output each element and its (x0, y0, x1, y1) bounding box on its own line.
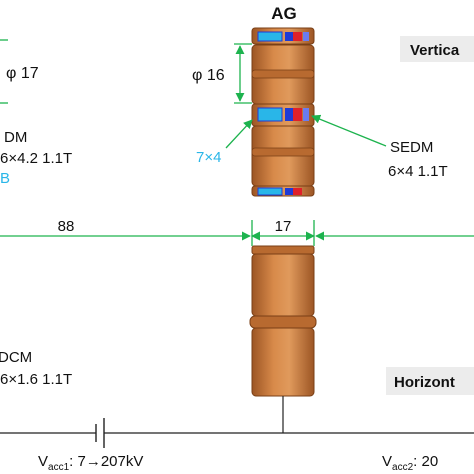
vacc2-val: : 20 (413, 453, 438, 470)
cyan-block-top (257, 31, 283, 42)
vacc2-v: V (382, 453, 392, 470)
magnet-size-arrow (225, 119, 253, 149)
vertical-magnet-stack (251, 27, 315, 197)
dim-88-label: 88 (58, 218, 75, 235)
circuit-line (0, 396, 474, 448)
cyan-block-mid (257, 107, 283, 122)
horizontal-magnet (249, 245, 317, 397)
dm-label: DM (4, 129, 27, 146)
horizontal-view-label: Horizont (394, 374, 455, 391)
blue-block-mid (285, 108, 293, 121)
vacc1-label: Vacc1: 7→207kV (38, 453, 143, 473)
cell-rib-2 (251, 147, 315, 157)
phi16-dimension (234, 43, 252, 104)
sedm-arrow (311, 114, 387, 147)
sedm-label: SEDM (390, 139, 433, 156)
red-block-bottom (293, 188, 302, 195)
phi16-label: φ 16 (192, 67, 225, 84)
lightblue-block-top (303, 32, 309, 41)
cell-rib (251, 69, 315, 79)
red-block-mid (293, 108, 302, 121)
horizontal-label-box (386, 367, 474, 395)
sedm-spec: 6×4 1.1T (388, 163, 448, 180)
dcm-label: DCM (0, 349, 32, 366)
dim-17-label: 17 (275, 218, 292, 235)
blue-block-top (285, 32, 293, 41)
red-block-top (293, 32, 302, 41)
vacc1-sub: acc1 (48, 462, 70, 473)
dcm-spec: 6×1.6 1.1T (0, 371, 72, 388)
vacc2-sub: acc2 (392, 462, 414, 473)
cyan-block-bottom (257, 187, 283, 196)
horizontal-dimension (0, 220, 474, 246)
lightblue-block-mid (303, 108, 309, 121)
vertical-view-label: Vertica (410, 42, 460, 59)
blue-block-bottom (285, 188, 293, 195)
phi17-label: φ 17 (6, 65, 39, 82)
title-ag: AG (271, 4, 297, 23)
vacc1-val: : 7→207kV (69, 453, 143, 470)
magnet-size-label: 7×4 (196, 149, 221, 166)
dm-cyan-char: B (0, 170, 10, 187)
dm-spec: 6×4.2 1.1T (0, 150, 72, 167)
vacc1-v: V (38, 453, 48, 470)
vertical-label-box (400, 36, 474, 62)
vacc2-label: Vacc2: 20 (382, 453, 438, 473)
